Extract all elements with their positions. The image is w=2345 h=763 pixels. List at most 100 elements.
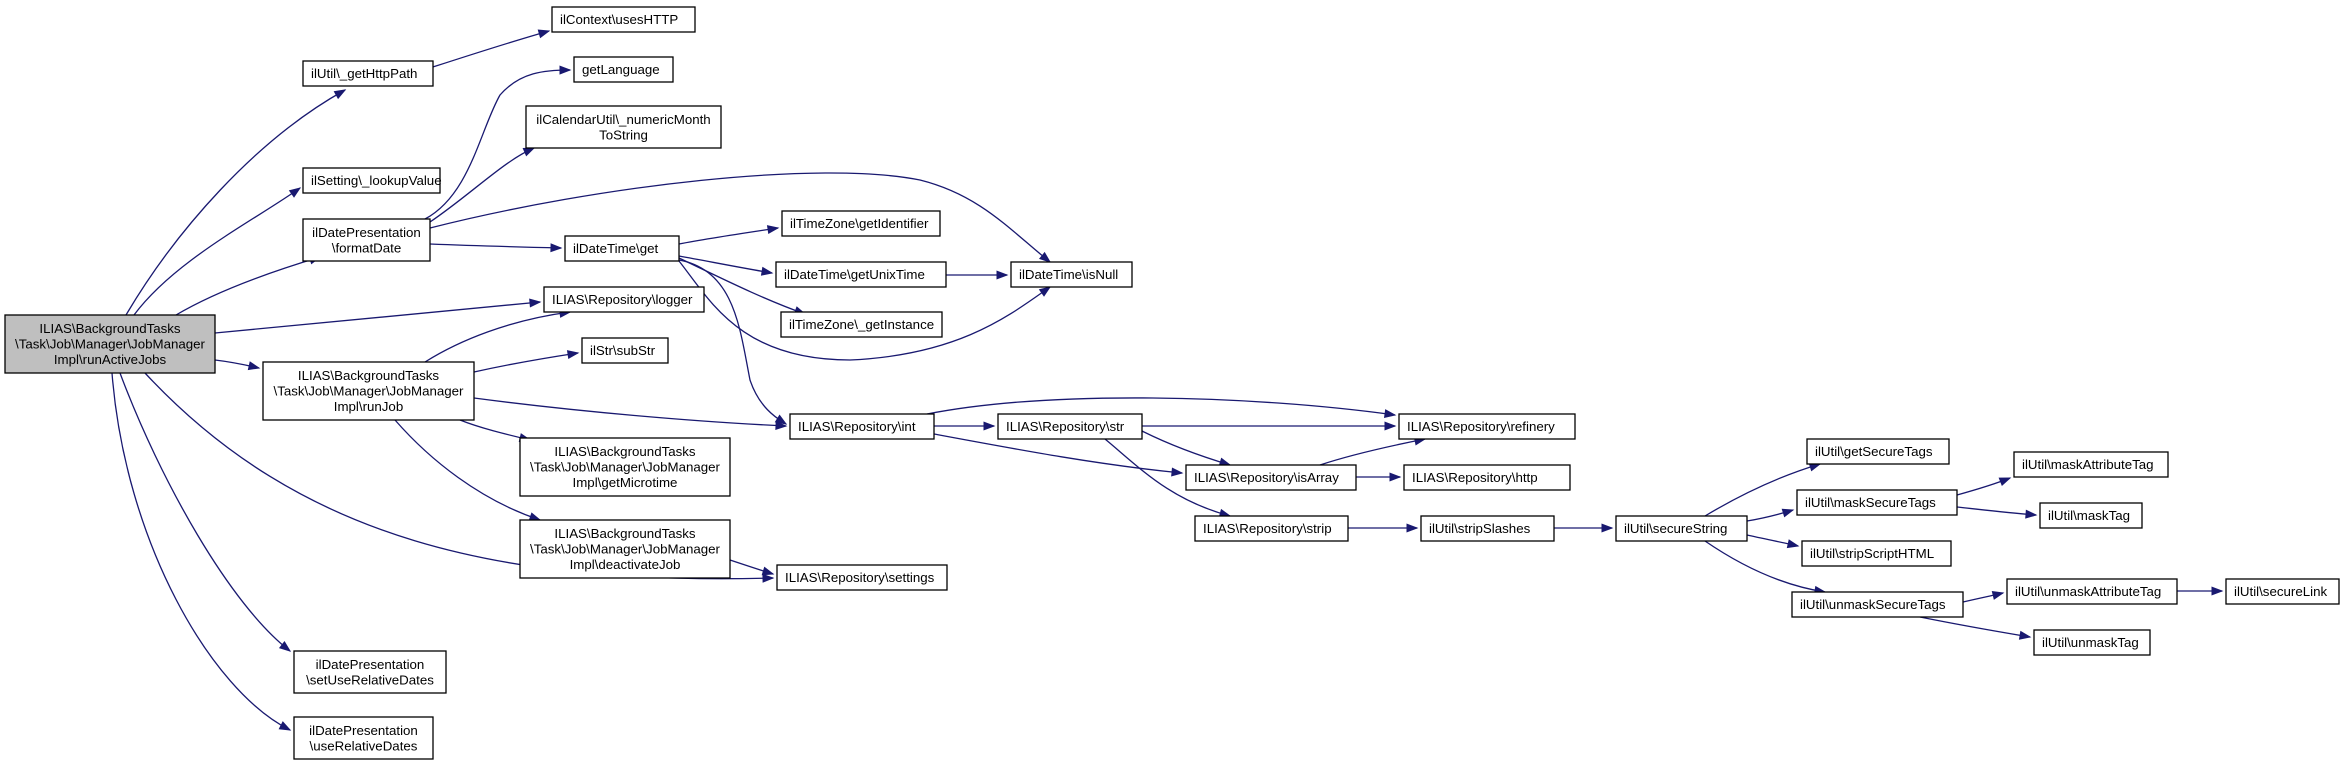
node-box [293,716,434,760]
node-maskAttributeTag[interactable]: ilUtil\maskAttributeTag [2013,451,2169,478]
node-box [1806,438,1950,465]
edge-line [175,256,321,316]
arrow-head-icon [2025,509,2038,519]
node-useRelativeDates[interactable]: ilDatePresentation\useRelativeDates [293,716,434,760]
arrow-head-icon [775,420,788,431]
node-label-line: \Task\Job\Manager\JobManager [530,542,721,557]
node-formatDate[interactable]: ilDatePresentation\formatDate [302,218,431,262]
edge-line [432,30,550,68]
edge-line [111,372,291,731]
node-setUseRelativeDates[interactable]: ilDatePresentation\setUseRelativeDates [293,650,447,694]
edge-secureString-to-maskSecureTags [1746,508,1795,522]
edge-root-to-logger [214,298,542,334]
node-dtGet[interactable]: ilDateTime\get [564,235,680,262]
node-getMicrotime[interactable]: ILIAS\BackgroundTasks\Task\Job\Manager\J… [519,437,731,497]
node-getSecureTags[interactable]: ilUtil\getSecureTags [1806,438,1950,465]
arrow-head-icon [559,65,572,75]
node-box [2006,578,2178,605]
arrow-head-icon [983,421,996,431]
edge-line [119,372,291,652]
node-box [2013,451,2169,478]
edge-line [473,397,787,427]
arrow-head-icon [529,298,542,308]
arrow-head-icon [1786,539,1800,549]
node-getHttpPath[interactable]: ilUtil\_getHttpPath [302,60,434,87]
edge-isArray-to-refinery [1319,436,1427,466]
arrow-head-icon [278,640,292,652]
arrow-head-icon [760,266,774,276]
node-stripScriptHTML[interactable]: ilUtil\stripScriptHTML [1801,540,1952,567]
node-label-line: ilUtil\stripSlashes [1429,521,1531,536]
edge-line [1104,438,1231,517]
arrow-head-icon [2211,586,2224,596]
edge-maskSecureTags-to-maskAttributeTag [1956,477,2012,496]
node-int[interactable]: ILIAS\Repository\int [789,413,935,440]
edge-getUnixTime-to-isNull [945,270,1009,280]
node-box [302,60,434,87]
node-secureLink[interactable]: ilUtil\secureLink [2225,578,2340,605]
edge-line [473,352,579,373]
node-label-line: ilDateTime\getUnixTime [784,267,925,282]
edge-runJob-to-deactivateJob [394,419,542,521]
node-label-line: ilUtil\secureString [1624,521,1727,536]
node-isNull[interactable]: ilDateTime\isNull [1010,261,1133,288]
node-maskTag[interactable]: ilUtil\maskTag [2039,502,2143,529]
node-str[interactable]: ILIAS\Repository\str [997,413,1143,440]
node-label-line: ilStr\subStr [590,343,656,358]
node-label-line: ilUtil\unmaskAttributeTag [2015,584,2161,599]
node-http[interactable]: ILIAS\Repository\http [1403,464,1571,491]
arrow-head-icon [774,414,788,425]
node-box [780,311,943,338]
node-label-line: ilUtil\maskTag [2048,508,2130,523]
node-tzGetIdentifier[interactable]: ilTimeZone\getIdentifier [781,210,941,237]
node-label-line: ILIAS\Repository\settings [785,570,935,585]
edge-line [678,227,779,245]
edge-str-to-strip [1104,438,1232,518]
node-label-line: ILIAS\Repository\int [798,419,916,434]
node-lookupValue[interactable]: ilSetting\_lookupValue [302,167,442,194]
edge-line [926,397,1396,416]
node-refinery[interactable]: ILIAS\Repository\refinery [1398,413,1576,440]
arrow-head-icon [247,361,261,371]
arrow-head-icon [288,187,302,198]
node-strip[interactable]: ILIAS\Repository\strip [1194,515,1349,542]
node-label-line: getLanguage [582,62,660,77]
node-box [564,235,680,262]
arrow-head-icon [1601,523,1614,533]
node-tzGetInstance[interactable]: ilTimeZone\_getInstance [780,311,943,338]
node-getLanguage[interactable]: getLanguage [573,56,674,83]
edge-line [459,419,531,441]
node-label-line: ILIAS\Repository\refinery [1407,419,1555,434]
edge-line [1704,463,1821,517]
node-box [581,337,669,364]
node-settings[interactable]: ILIAS\Repository\settings [776,564,948,591]
node-unmaskAttributeTag[interactable]: ilUtil\unmaskAttributeTag [2006,578,2178,605]
edge-line [1319,438,1426,466]
edge-deactivateJob-to-settings [729,559,775,576]
node-runJob[interactable]: ILIAS\BackgroundTasks\Task\Job\Manager\J… [262,361,475,421]
arrow-head-icon [566,350,580,360]
node-usesHTTP[interactable]: ilContext\usesHTTP [551,6,696,33]
node-subStr[interactable]: ilStr\subStr [581,337,669,364]
node-box [1420,515,1555,542]
edge-line [424,311,571,363]
node-box [2225,578,2340,605]
edge-unmaskSecureTags-to-unmaskTag [1919,616,2032,640]
node-secureString[interactable]: ilUtil\secureString [1615,515,1748,542]
node-logger[interactable]: ILIAS\Repository\logger [543,286,705,313]
node-maskSecureTags[interactable]: ilUtil\maskSecureTags [1796,489,1958,516]
arrow-head-icon [1781,508,1795,518]
node-label-line: \useRelativeDates [310,738,418,753]
node-getUnixTime[interactable]: ilDateTime\getUnixTime [775,261,947,288]
edge-line [933,433,1183,474]
node-box [519,519,731,579]
node-isArray[interactable]: ILIAS\Repository\isArray [1185,464,1357,491]
node-unmaskSecureTags[interactable]: ilUtil\unmaskSecureTags [1791,591,1964,618]
node-unmaskTag[interactable]: ilUtil\unmaskTag [2033,629,2151,656]
node-box [519,437,731,497]
node-stripSlashes[interactable]: ilUtil\stripSlashes [1420,515,1555,542]
node-deactivateJob[interactable]: ILIAS\BackgroundTasks\Task\Job\Manager\J… [519,519,731,579]
node-label-line: ILIAS\Repository\strip [1203,521,1332,536]
edge-int-to-str [934,421,996,431]
